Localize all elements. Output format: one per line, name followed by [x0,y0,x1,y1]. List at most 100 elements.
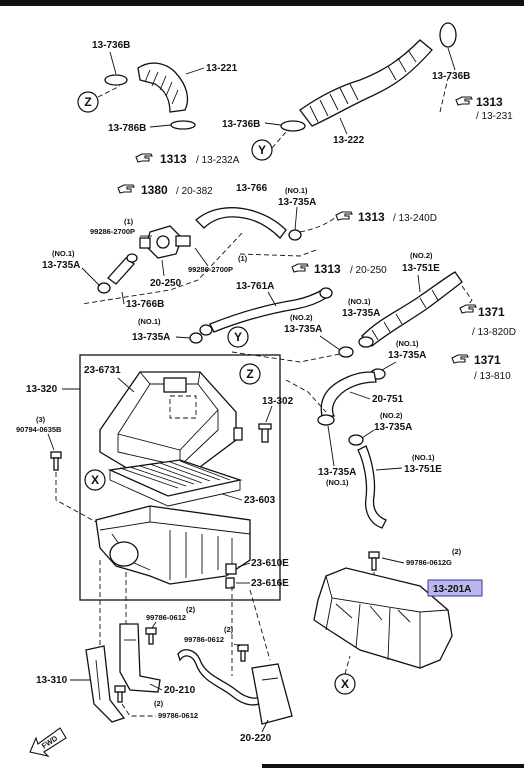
clamp-13-751E-a[interactable] [358,336,374,348]
label-99286-b: 99286-2700P [188,265,233,274]
air-cleaner-frame [79,354,281,601]
air-cleaner-case[interactable] [95,505,251,585]
label-13-766B: 13-766B [126,299,164,310]
note-99786-b: (2) [224,625,234,634]
label-13-222: 13-222 [333,135,365,146]
label-13-302: 13-302 [262,396,294,407]
hose-13-222[interactable] [299,39,433,127]
label-20-751: 20-751 [372,394,404,405]
ref-20-382: / 20-382 [176,186,213,197]
label-99786-d: 99786-0612G [406,558,452,567]
bolt-90794-0635B[interactable] [50,451,62,471]
clamp-13-735A-2b[interactable] [126,253,138,263]
filter-element-23-603[interactable] [107,459,243,507]
grommet-23-610E[interactable] [225,563,237,575]
hose-13-221[interactable] [137,62,189,113]
label-13-751E-a: 13-751E [402,263,440,274]
marker-x-box[interactable] [84,469,106,491]
label-13-761A: 13-761A [236,281,274,292]
note-13-735A-8: (NO.1) [326,478,349,487]
label-13-735A-8: 13-735A [318,467,356,478]
label-13-735A-3: 13-735A [342,308,380,319]
ref-13-240D: / 13-240D [393,213,437,224]
ref-1313-a[interactable]: 1313 [476,95,503,109]
note-13-735A-3: (NO.1) [348,297,371,306]
note-13-735A-2: (NO.1) [52,249,75,258]
hand-pointer-icon [335,211,353,221]
clamp-13-735A-5[interactable] [338,346,354,358]
label-13-310: 13-310 [36,675,68,686]
clamp-13-735A-7[interactable] [348,434,364,446]
grommet-23-616E[interactable] [225,577,235,589]
hose-13-751E-b[interactable] [357,445,387,529]
marker-z-top[interactable] [77,91,99,113]
bolt-99786-0612G[interactable] [368,551,380,571]
clamp-13-735A-4[interactable] [189,332,203,344]
bolt-13-302[interactable] [258,423,272,443]
label-13-201A: 13-201A [433,584,471,595]
label-13-735A-2: 13-735A [42,260,80,271]
bottom-border [262,764,524,768]
note-13-735A-5: (NO.2) [290,313,313,322]
marker-z-box-label: Z [246,367,253,381]
marker-z-box[interactable] [239,363,261,385]
label-20-210: 20-210 [164,685,196,696]
clamp-13-736B-c[interactable] [439,22,457,48]
clamp-13-786B[interactable] [170,120,196,130]
bolt-99786-0612-b[interactable] [237,644,249,662]
ref-20-250: / 20-250 [350,265,387,276]
highlight-13-201A[interactable] [427,579,483,597]
hose-13-766[interactable] [195,207,287,239]
note-13-751E-b: (NO.1) [412,453,435,462]
clamp-13-736B-a[interactable] [104,74,128,86]
air-cleaner-cover-23-6731[interactable] [99,371,237,471]
ref-1313-b[interactable]: 1313 [160,152,187,166]
label-23-610E: 23-610E [251,558,289,569]
ref-1380[interactable]: 1380 [141,183,168,197]
stay-13-310[interactable] [85,645,126,723]
ref-13-810: / 13-810 [474,371,511,382]
hand-pointer-icon [459,304,477,314]
marker-y-top[interactable] [251,139,273,161]
clamp-13-761A-a[interactable] [199,324,213,336]
bolt-99786-0612-a[interactable] [145,627,157,645]
bracket-20-210[interactable] [119,623,161,693]
note-13-735A-4: (NO.1) [138,317,161,326]
clamp-13-761A-b[interactable] [319,287,333,299]
sensor-13-302[interactable] [233,427,243,441]
label-20-250: 20-250 [150,278,182,289]
label-13-751E-b: 13-751E [404,464,442,475]
label-99286-a: 99286-2700P [90,227,135,236]
clamp-13-735A-1[interactable] [288,229,302,241]
label-13-320: 13-320 [26,384,58,395]
ref-1371-a[interactable]: 1371 [478,305,505,319]
pipe-20-220[interactable] [177,649,293,725]
note-13-751E-a: (NO.2) [410,251,433,260]
hose-13-766B[interactable] [107,257,135,285]
cover-13-201A[interactable] [313,567,453,669]
label-13-735A-5: 13-735A [284,324,322,335]
marker-x-bottom-label: X [341,677,349,691]
clamp-13-736B-b[interactable] [280,120,306,132]
ref-1313-c[interactable]: 1313 [358,210,385,224]
label-23-603: 23-603 [244,495,276,506]
ref-1313-d[interactable]: 1313 [314,262,341,276]
note-13-735A-6: (NO.1) [396,339,419,348]
label-13-766: 13-766 [236,183,268,194]
fitting-20-250[interactable] [139,225,191,259]
hand-pointer-icon [291,263,309,273]
label-20-220: 20-220 [240,733,272,744]
clamp-13-735A-2[interactable] [97,282,111,294]
clamp-20-751[interactable] [317,414,335,426]
ref-1371-b[interactable]: 1371 [474,353,501,367]
marker-y-mid[interactable] [227,326,249,348]
hose-20-751[interactable] [320,371,377,417]
label-23-6731: 23-6731 [84,365,121,376]
top-border [0,0,524,6]
hose-13-751E-a[interactable] [361,271,463,347]
note-99286-b: (1) [238,254,248,263]
note-99786-d: (2) [452,547,462,556]
bolt-99786-0612-c[interactable] [114,685,126,703]
label-13-735A-6: 13-735A [388,350,426,361]
